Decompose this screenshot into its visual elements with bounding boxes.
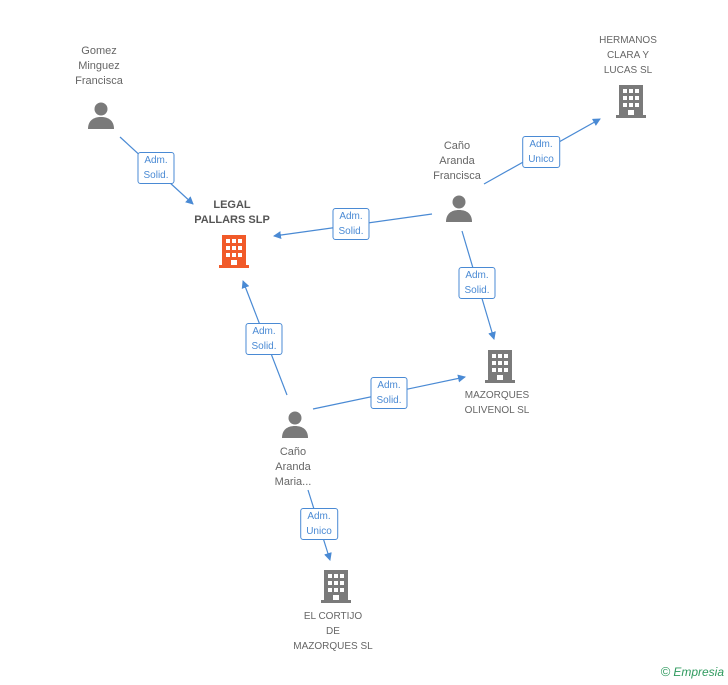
edge-badge-maria-cortijo[interactable]: Adm. Unico (300, 508, 338, 540)
person-icon[interactable] (280, 409, 310, 439)
node-label-mazorques[interactable]: MAZORQUES OLIVENOL SL (464, 390, 530, 416)
person-icon[interactable] (86, 100, 116, 130)
edge-badge-maria-mazorques[interactable]: Adm. Solid. (370, 377, 408, 409)
building-icon[interactable] (615, 83, 647, 119)
node-label-gomez[interactable]: Gomez Minguez Francisca (75, 45, 123, 87)
node-label-cortijo[interactable]: EL CORTIJO DE MAZORQUES SL (293, 611, 373, 652)
node-label-legal-pallars[interactable]: LEGAL PALLARS SLP (194, 199, 270, 226)
edge-badge-maria-legal[interactable]: Adm. Solid. (245, 323, 283, 355)
person-icon[interactable] (444, 193, 474, 223)
building-icon-main[interactable] (218, 233, 250, 269)
building-icon[interactable] (320, 568, 352, 604)
brand-name: Empresia (673, 665, 724, 679)
edge-badge-francisca-mazorques[interactable]: Adm. Solid. (458, 267, 496, 299)
node-label-cano-francisca[interactable]: Caño Aranda Francisca (433, 140, 481, 182)
building-icon[interactable] (484, 348, 516, 384)
brand-watermark: ©Empresia (661, 664, 724, 679)
node-label-cano-maria[interactable]: Caño Aranda Maria... (274, 446, 312, 488)
node-label-hermanos[interactable]: HERMANOS CLARA Y LUCAS SL (599, 35, 657, 76)
edge-badge-gomez-legal[interactable]: Adm. Solid. (137, 152, 175, 184)
edge-badge-francisca-legal[interactable]: Adm. Solid. (332, 208, 370, 240)
edge-badge-francisca-hermanos[interactable]: Adm. Unico (522, 136, 560, 168)
copyright-symbol: © (660, 664, 671, 679)
